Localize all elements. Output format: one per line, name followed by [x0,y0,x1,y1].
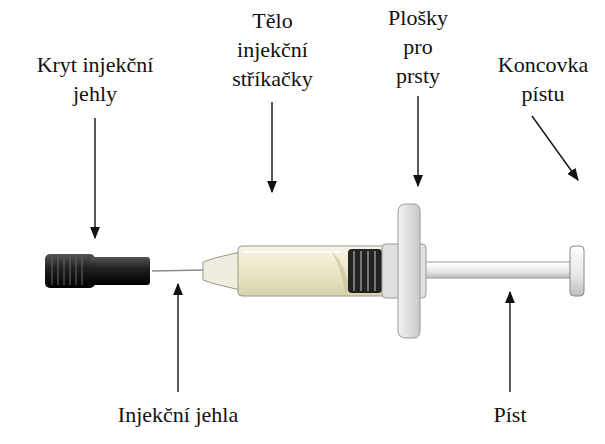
finger-flange [382,204,426,338]
part-label: Kryt injekční jehly [25,50,165,108]
needle-cap [45,254,150,288]
syringe-barrel [238,246,388,296]
needle-hub [203,252,240,290]
leader-lines [95,96,578,392]
needle [152,270,205,271]
part-label: Plošky pro prsty [380,3,456,90]
plunger-end [570,246,584,296]
plunger-stopper [348,249,382,293]
part-label: Koncovka pístu [488,50,598,108]
plunger-rod [418,262,574,278]
part-label: Injekční jehla [98,400,258,429]
part-label: Píst [470,400,550,429]
part-label: Tělo injekční stříkačky [220,6,325,93]
